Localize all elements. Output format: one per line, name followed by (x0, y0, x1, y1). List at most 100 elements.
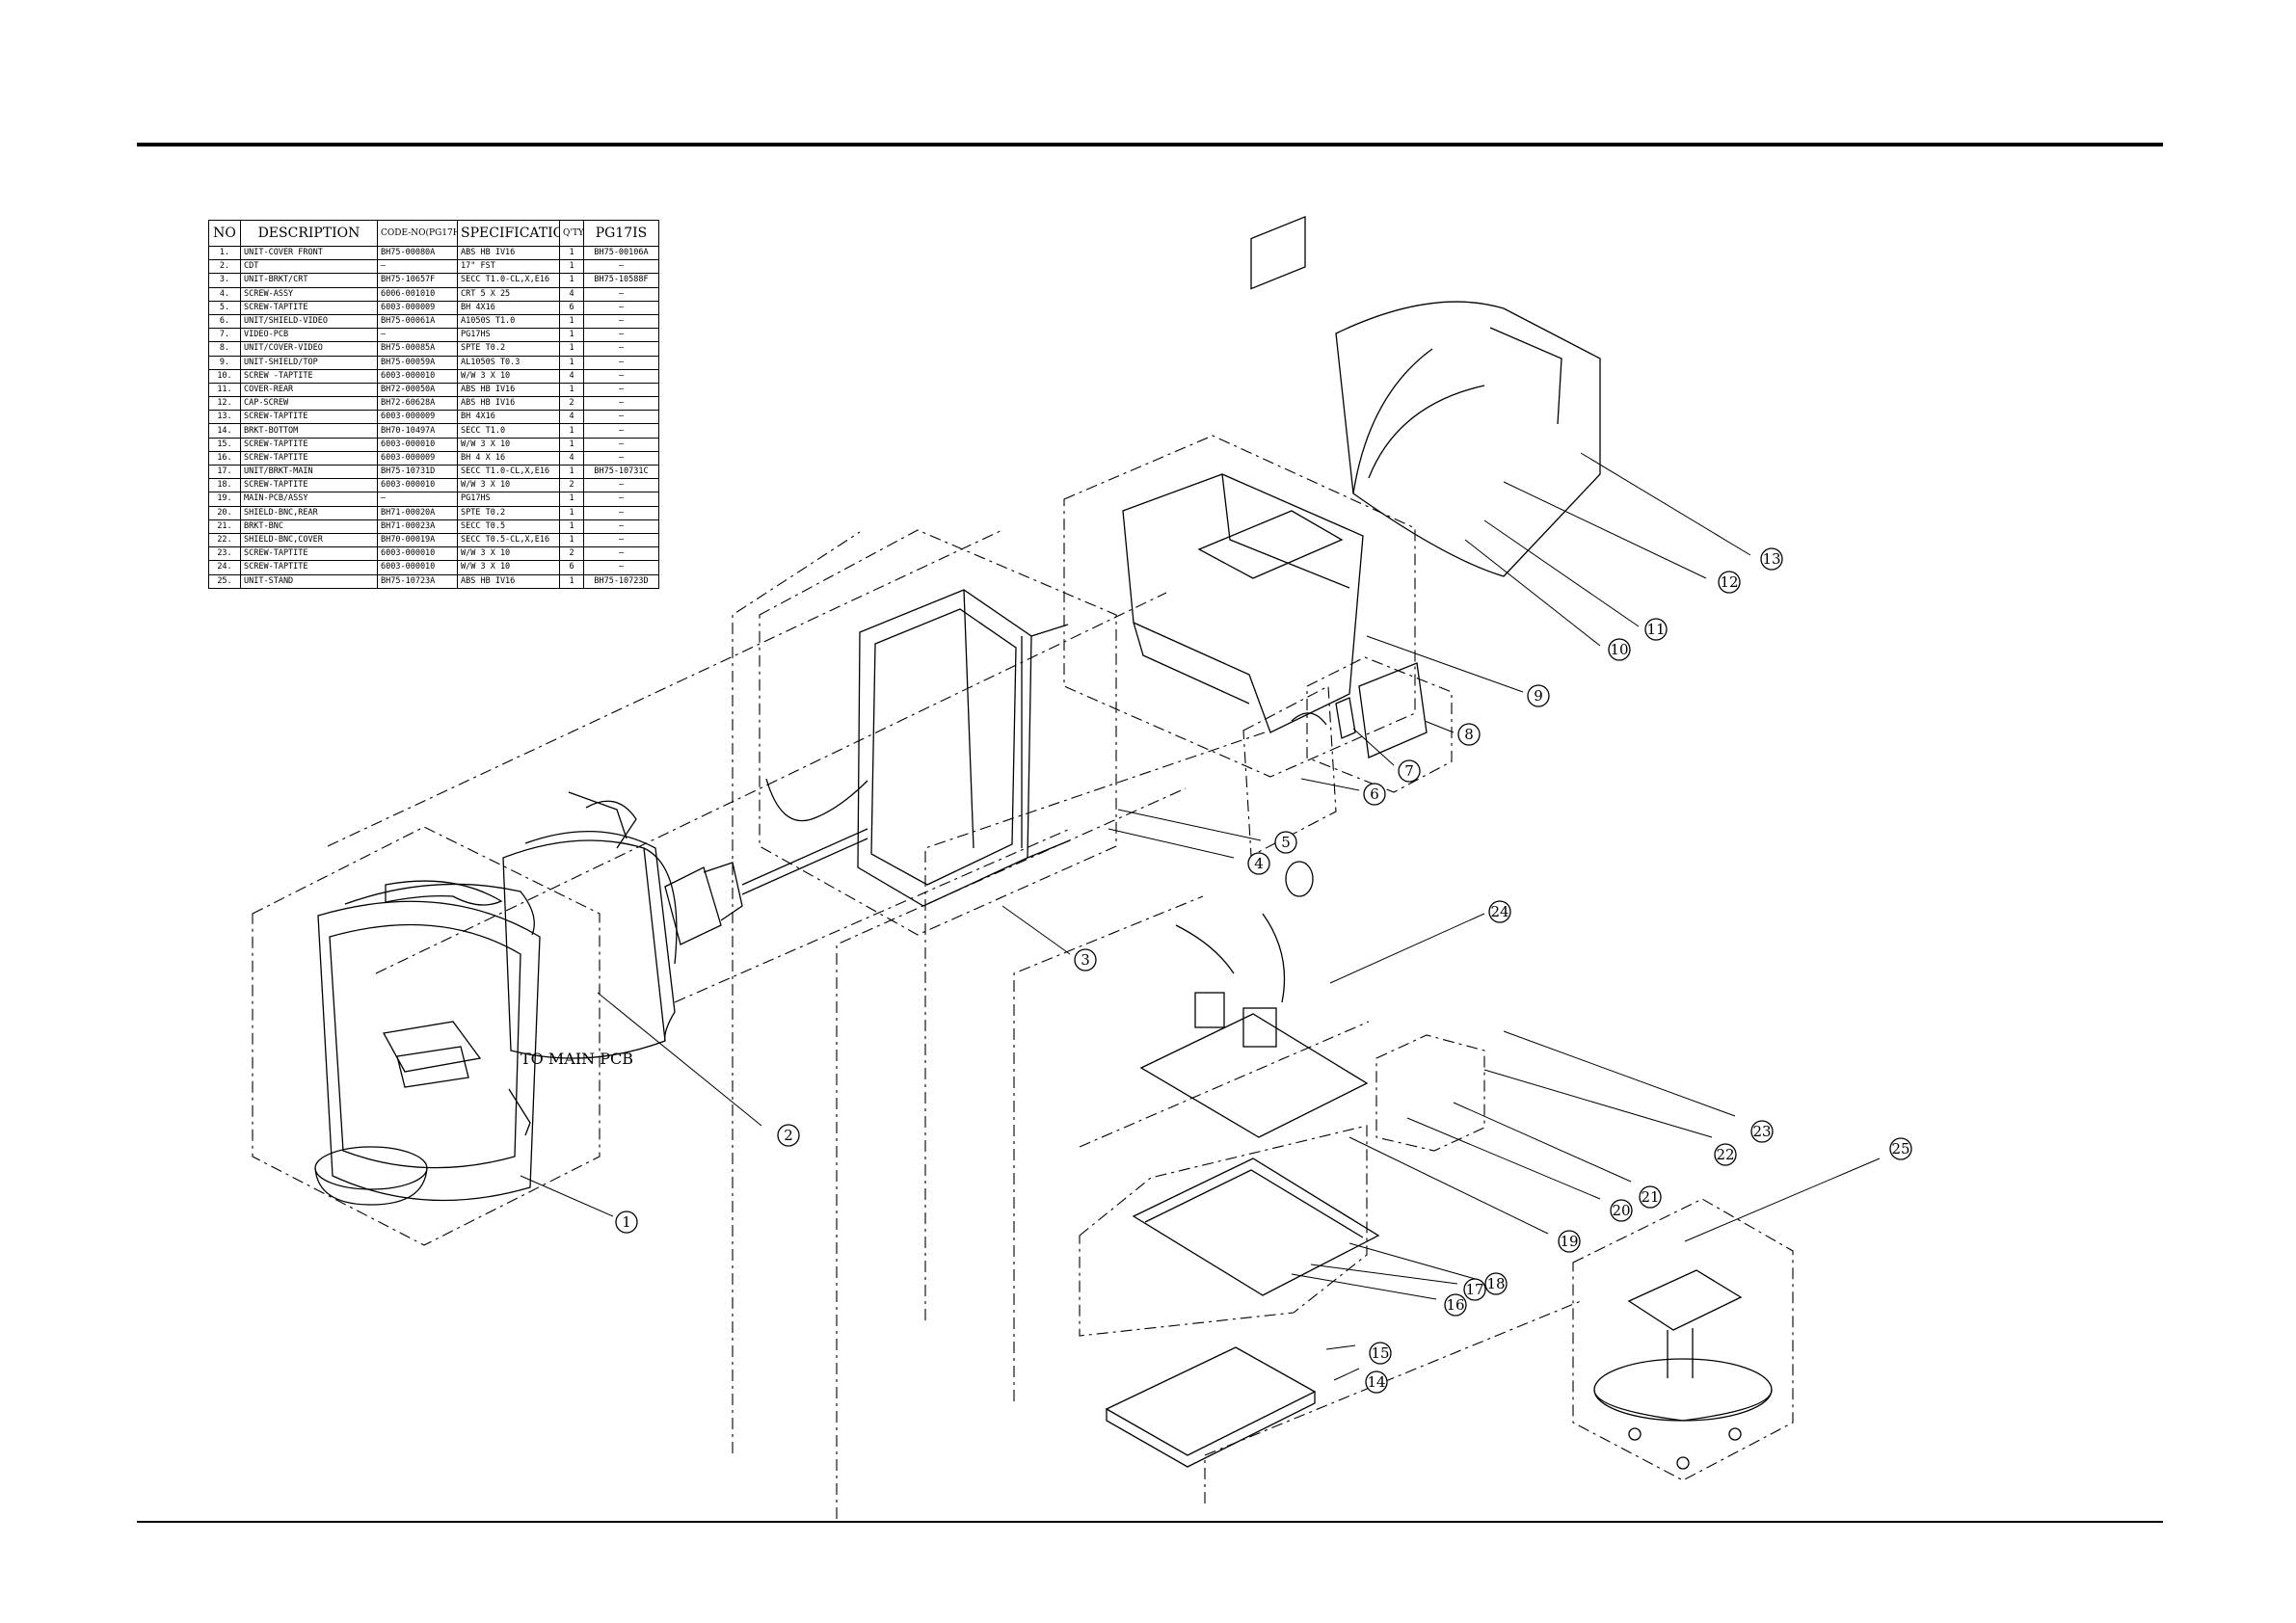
callout-number: 12 (1720, 573, 1738, 591)
callout-4: 4 (1247, 852, 1270, 875)
callout-circle (1714, 1143, 1737, 1166)
callout-number: 9 (1534, 687, 1543, 705)
main-pcb-drawing (1132, 861, 1380, 1296)
table-header-row: NO DESCRIPTION CODE-NO(PG17HS) SPECIFICA… (208, 220, 659, 247)
callout-circle (1639, 1185, 1662, 1209)
callout-21: 21 (1639, 1185, 1662, 1209)
callout-circle (1644, 618, 1668, 641)
callout-circle (1365, 1370, 1388, 1394)
callout-circle (1274, 831, 1297, 854)
projection-line-left (732, 531, 861, 1453)
callout-17: 17 (1463, 1278, 1486, 1301)
callout-circle (1608, 638, 1631, 661)
header-description: DESCRIPTION (240, 220, 378, 247)
projection-line-main (924, 732, 1266, 1320)
callout-number: 23 (1752, 1123, 1771, 1140)
callout-24: 24 (1488, 900, 1511, 923)
callout-circle (615, 1211, 638, 1234)
callout-3: 3 (1074, 948, 1097, 971)
crt-bracket-drawing (765, 589, 1071, 907)
callout-number: 1 (622, 1213, 631, 1231)
callout-number: 14 (1367, 1373, 1385, 1391)
bottom-bracket-drawing (1105, 1346, 1317, 1468)
callout-circle (1558, 1230, 1581, 1253)
outline-main-bracket (1079, 1125, 1368, 1337)
note-to-main-pcb: TO MAIN PCB (521, 1050, 633, 1068)
projection-line-bottom (1204, 1300, 1582, 1503)
rear-cover-drawing (1335, 301, 1601, 577)
callout-number: 8 (1464, 726, 1474, 743)
callout-18: 18 (1484, 1272, 1508, 1295)
callout-circle (1363, 783, 1386, 806)
front-cover-drawing (314, 880, 541, 1206)
outline-front-cover (252, 826, 601, 1246)
header-no: NO (208, 220, 241, 247)
callout-circle (1889, 1137, 1912, 1160)
callout-circle (1074, 948, 1097, 971)
callout-circle (1444, 1293, 1467, 1317)
callout-number: 17 (1465, 1281, 1483, 1298)
callout-number: 18 (1486, 1275, 1505, 1292)
callout-number: 13 (1762, 550, 1780, 568)
video-parts-drawing (1250, 216, 1428, 758)
cell-code-no: BH75-10723A (377, 573, 458, 589)
callout-20: 20 (1610, 1199, 1633, 1222)
callout-number: 4 (1254, 855, 1264, 872)
callout-number: 5 (1281, 834, 1291, 851)
callout-1: 1 (615, 1211, 638, 1234)
callout-14: 14 (1365, 1370, 1388, 1394)
callout-number: 7 (1404, 762, 1414, 780)
callout-9: 9 (1527, 684, 1550, 707)
callout-circle (1369, 1342, 1392, 1365)
callout-circle (1457, 723, 1481, 746)
callout-number: 16 (1446, 1296, 1464, 1314)
callout-number: 19 (1560, 1233, 1578, 1250)
callout-number: 2 (784, 1127, 793, 1144)
callout-23: 23 (1750, 1120, 1774, 1143)
callout-number: 15 (1371, 1344, 1389, 1362)
callout-number: 11 (1646, 621, 1665, 638)
callout-number: 6 (1370, 785, 1379, 803)
callout-circle (777, 1124, 800, 1147)
callout-number: 24 (1490, 903, 1508, 920)
outline-crt-bracket (759, 529, 1117, 936)
callout-circle (1610, 1199, 1633, 1222)
callout-circle (1488, 900, 1511, 923)
callout-circle (1247, 852, 1270, 875)
callout-circle (1463, 1278, 1486, 1301)
projection-line-right (1013, 895, 1204, 1401)
callout-6: 6 (1363, 783, 1386, 806)
outline-stand (1572, 1198, 1794, 1481)
outline-video-pcb (1242, 685, 1337, 857)
callout-number: 21 (1641, 1188, 1659, 1206)
cell-no: 25. (208, 573, 241, 589)
callout-circle (1760, 547, 1783, 571)
callout-10: 10 (1608, 638, 1631, 661)
parts-list-table: NO DESCRIPTION CODE-NO(PG17HS) SPECIFICA… (208, 220, 659, 589)
bottom-rule (137, 1521, 2163, 1523)
callout-number: 25 (1891, 1140, 1909, 1157)
group-outlines (252, 435, 1794, 1519)
outline-shield-top (1063, 435, 1416, 778)
callout-circle (1718, 571, 1741, 594)
top-rule (137, 143, 2163, 146)
callout-2: 2 (777, 1124, 800, 1147)
callout-16: 16 (1444, 1293, 1467, 1317)
callout-number: 20 (1612, 1202, 1630, 1219)
cell-specification: ABS HB IV16 (457, 573, 560, 589)
callout-8: 8 (1457, 723, 1481, 746)
